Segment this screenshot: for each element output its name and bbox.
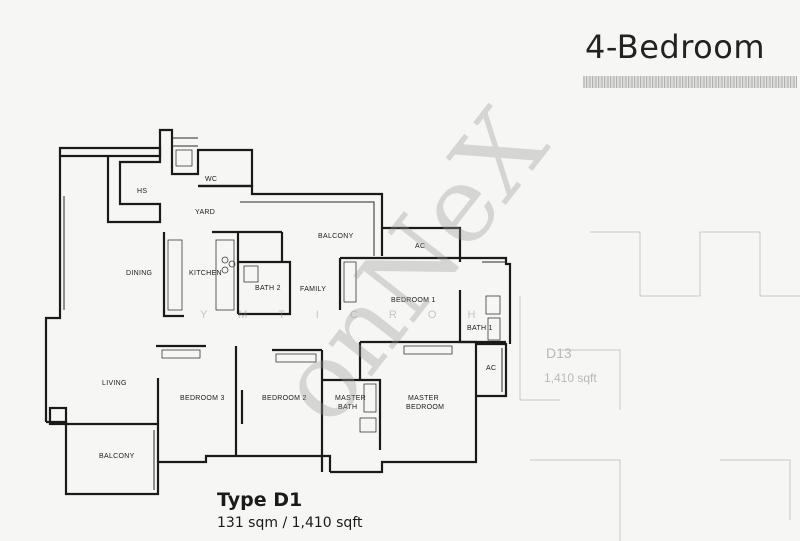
ghost-plan: D13 1,410 sqft — [519, 231, 800, 541]
label-master-bedroom-line1: MASTER — [408, 395, 439, 402]
page-title: 4-Bedroom — [585, 28, 765, 66]
watermark-brand: onNeX — [254, 87, 572, 446]
title-underline-bar — [583, 76, 797, 88]
plan-type-name: Type D1 — [217, 489, 303, 511]
label-hs: HS — [137, 188, 147, 195]
label-balcony-bottom: BALCONY — [99, 453, 135, 460]
ghost-area: 1,410 sqft — [544, 371, 597, 385]
label-living: LIVING — [102, 380, 127, 387]
label-bedroom-3: BEDROOM 3 — [180, 395, 225, 402]
watermark-tagline: Y M T I C R O H — [200, 309, 489, 321]
label-bath-1: BATH 1 — [467, 325, 493, 332]
plan-area: 131 sqm / 1,410 sqft — [217, 515, 363, 531]
room-labels: HS WC YARD BALCONY AC DINING KITCHEN BAT… — [99, 176, 496, 460]
label-master-bedroom-line2: BEDROOM — [406, 404, 444, 411]
label-ac-right: AC — [486, 365, 496, 372]
label-bath-2: BATH 2 — [255, 285, 281, 292]
outer-walls — [44, 128, 512, 496]
label-bedroom-2: BEDROOM 2 — [262, 395, 307, 402]
label-wc: WC — [205, 176, 217, 183]
label-master-bath-line1: MASTER — [335, 395, 366, 402]
internal-walls — [156, 230, 506, 472]
label-ac-top: AC — [415, 243, 425, 250]
label-balcony-top: BALCONY — [318, 233, 354, 240]
label-dining: DINING — [126, 270, 152, 277]
label-kitchen: KITCHEN — [189, 270, 222, 277]
label-bedroom-1: BEDROOM 1 — [391, 297, 436, 304]
label-yard: YARD — [195, 209, 215, 216]
label-master-bath-line2: BATH — [338, 404, 357, 411]
ghost-label: D13 — [546, 345, 572, 361]
label-family: FAMILY — [300, 286, 326, 293]
